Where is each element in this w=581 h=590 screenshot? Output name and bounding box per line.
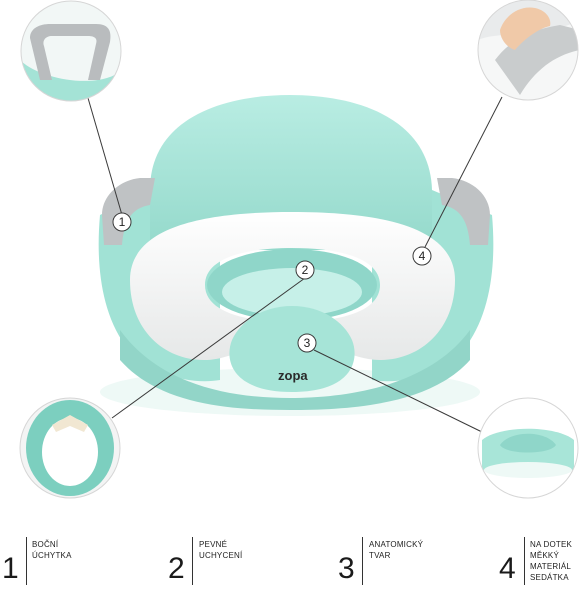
legend-divider [524,537,525,585]
legend-item-2: 2 PEVNÉ UCHYCENÍ [168,533,308,588]
legend-item-3: 3 ANATOMICKÝ TVAR [338,533,478,588]
legend-divider [26,537,27,585]
legend-label: NA DOTEK MĚKKÝ MATERIÁL SEDÁTKA [530,540,573,582]
leader-line-4 [424,96,503,248]
callout-badge-2: 2 [295,260,315,280]
legend-label: PEVNÉ UCHYCENÍ [199,540,243,560]
legend-label: BOČNÍ ÚCHYTKA [32,540,72,560]
legend-divider [362,537,363,585]
legend-label: ANATOMICKÝ TVAR [369,540,424,560]
callout-badge-4: 4 [412,246,432,266]
seat-opening-inner [222,268,362,316]
callout-number-3: 3 [304,336,311,350]
callout-number-1: 1 [119,215,126,229]
seat-backrest [150,95,432,250]
detail-circle-fixation [19,397,121,499]
legend-number: 2 [168,552,185,585]
legend-item-4: 4 NA DOTEK MĚKKÝ MATERIÁL SEDÁTKA [499,533,579,588]
callout-number-2: 2 [302,263,309,277]
legend-number: 3 [338,552,355,585]
callout-badge-1: 1 [112,212,132,232]
seat-cushion [130,212,455,360]
detail-circle-soft-material [477,0,579,101]
legend-number: 1 [2,552,19,585]
legend-number: 4 [499,552,516,585]
legend-divider [192,537,193,585]
legend-item-1: 1 BOČNÍ ÚCHYTKA [2,533,142,588]
callout-number-4: 4 [419,249,426,263]
callout-lines [87,96,503,433]
splash-guard [229,306,355,392]
leader-line-2 [111,277,306,419]
right-handle [437,178,490,245]
brand-logo: zopa [278,368,308,383]
seat-base [120,330,470,410]
detail-circle-handle [20,0,122,102]
leader-line-3 [313,349,483,433]
detail-circle-anatomical-shape [477,397,579,499]
callout-badge-3: 3 [297,333,317,353]
leader-line-1 [87,97,123,216]
potty-seat: zopa [98,95,494,410]
